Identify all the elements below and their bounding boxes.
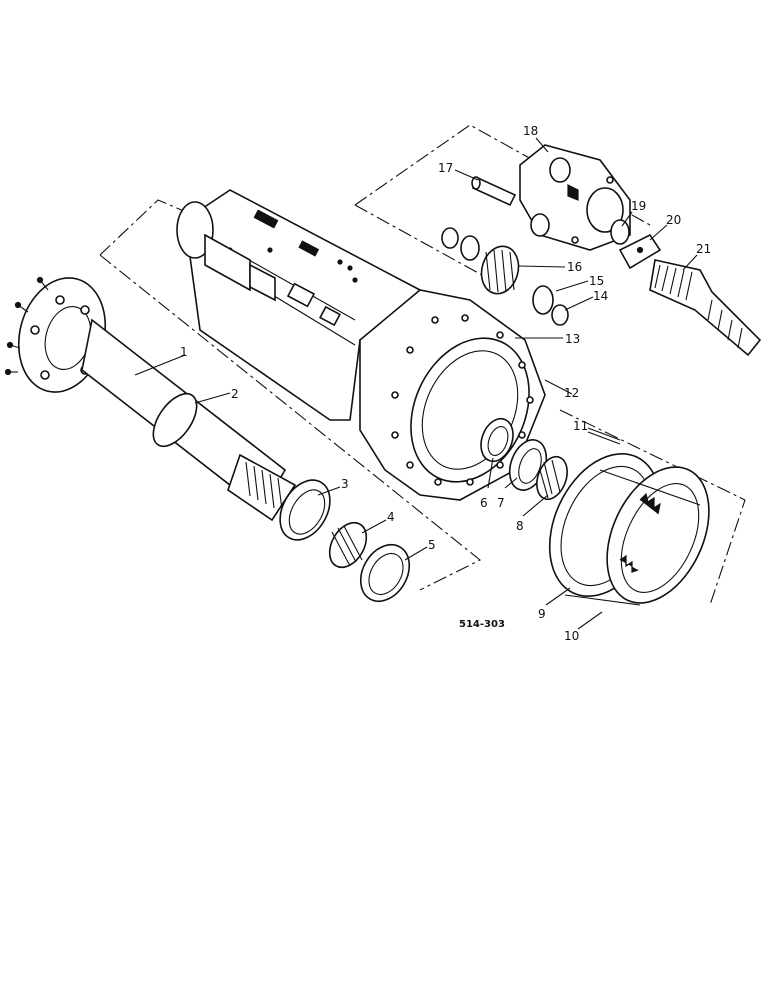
callout-12: 12: [564, 386, 579, 400]
planet-pin: [471, 176, 517, 207]
flange-bolt-holes: [391, 314, 534, 486]
callout-6: 6: [480, 496, 488, 510]
callout-17: 17: [438, 161, 453, 175]
callout-11: 11: [573, 419, 588, 433]
callout-8: 8: [516, 519, 524, 533]
leader-lines: [134, 137, 698, 630]
callout-20: 20: [666, 213, 681, 227]
callout-10: 10: [564, 629, 579, 643]
reference-code: 514-303: [459, 619, 505, 630]
pin: [587, 427, 621, 445]
callout-2: 2: [231, 387, 239, 401]
planet-carrier: [519, 144, 631, 251]
planet-gear-set: [441, 227, 569, 326]
callout-18: 18: [523, 124, 538, 138]
callout-14: 14: [593, 289, 608, 303]
wheel-studs: [4, 276, 49, 376]
callout-13: 13: [565, 332, 580, 346]
bearing-set-left: [279, 479, 411, 603]
callout-3: 3: [341, 477, 349, 491]
ring-gear-assembly: [548, 453, 710, 606]
callout-21: 21: [696, 242, 711, 256]
callout-15: 15: [589, 274, 604, 288]
callout-7: 7: [497, 496, 505, 510]
axle-shaft: [4, 276, 297, 522]
callout-9: 9: [538, 607, 546, 621]
callout-16: 16: [567, 260, 582, 274]
callout-4: 4: [387, 510, 395, 524]
callout-1: 1: [180, 345, 188, 359]
sun-gear-set: [610, 219, 762, 357]
callout-5: 5: [428, 538, 436, 552]
bearing-set-right: [480, 417, 568, 501]
callout-19: 19: [631, 199, 646, 213]
callout-labels: 1 2 3 4 5 6 7 8 9 10 11 12 13 14 15 16 1…: [180, 124, 711, 643]
